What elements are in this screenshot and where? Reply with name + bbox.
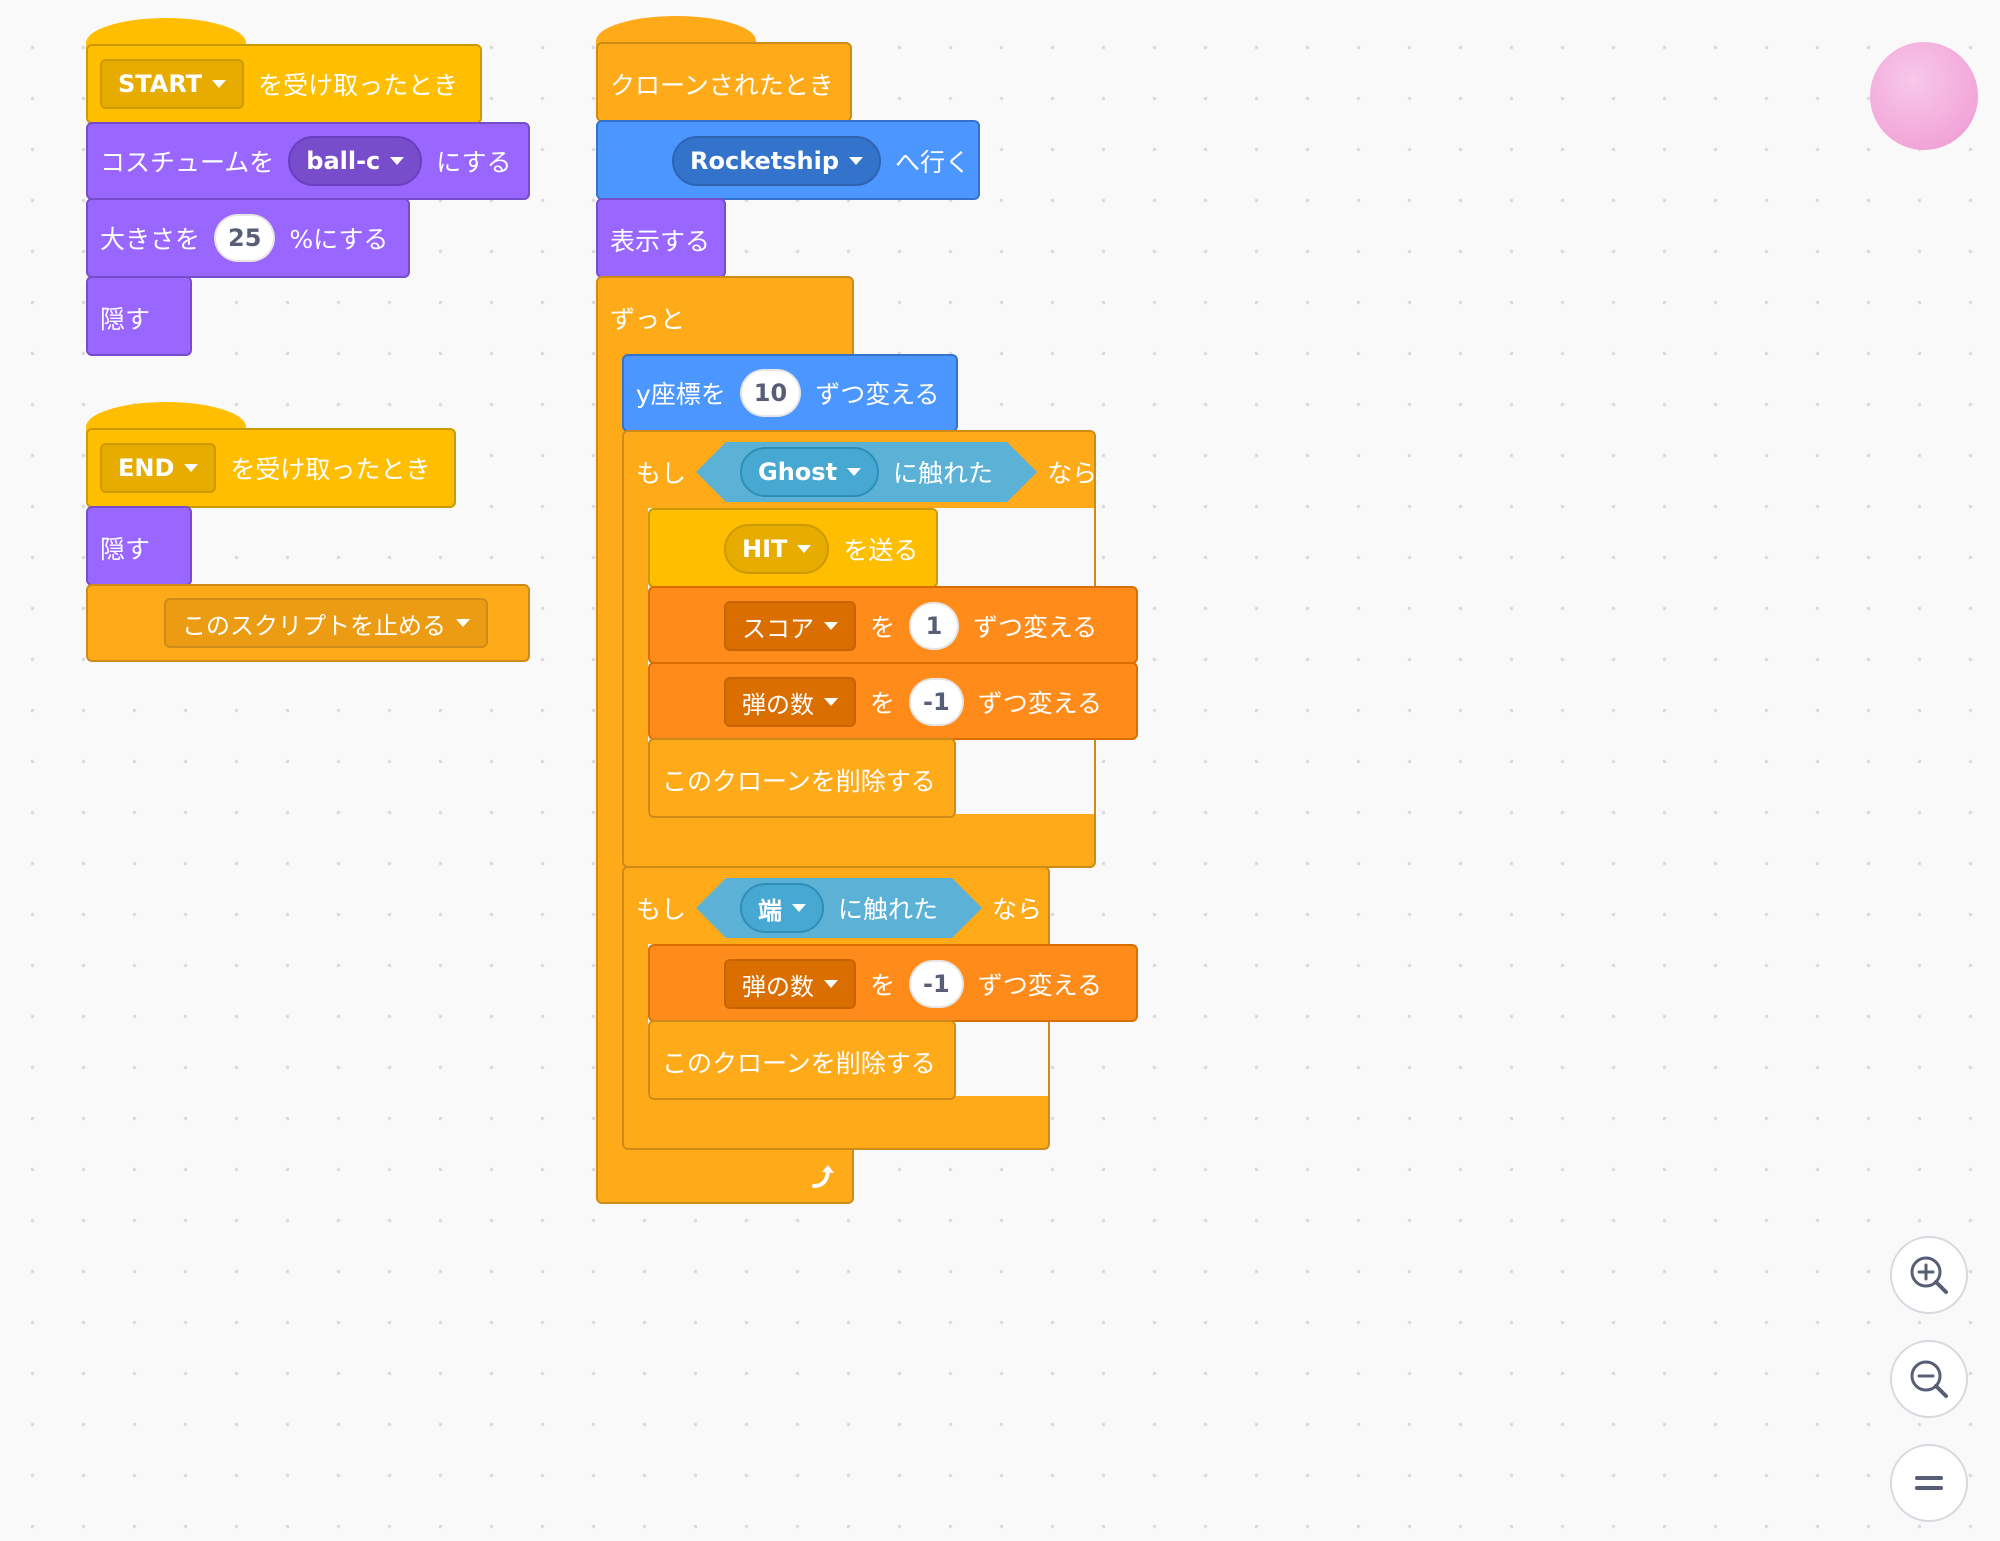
size-suffix: %にする [289, 225, 389, 254]
goto-block[interactable]: Rocketship へ行く [596, 120, 980, 200]
change-y-prefix: y座標を [636, 380, 726, 409]
var-mid: を [870, 971, 896, 1000]
message-dropdown[interactable]: START [100, 59, 245, 109]
var-suffix: ずつ変える [973, 613, 1098, 642]
hat-label: を受け取ったとき [230, 455, 431, 484]
variable-dropdown[interactable]: 弾の数 [724, 959, 856, 1009]
variable-dropdown[interactable]: スコア [724, 601, 856, 651]
dropdown-caret-icon [184, 464, 199, 472]
switch-costume-block[interactable]: コスチュームを ball-c にする [86, 122, 530, 200]
delete-clone-block[interactable]: このクローンを削除する [648, 738, 956, 818]
show-label: 表示する [610, 227, 711, 256]
zoom-in-icon [1910, 1256, 1948, 1294]
variable-dropdown[interactable]: 弾の数 [724, 677, 856, 727]
hide-label: 隠す [100, 535, 151, 564]
stop-option-dropdown[interactable]: このスクリプトを止める [164, 598, 488, 648]
hide-block[interactable]: 隠す [86, 506, 192, 586]
change-ammo-block[interactable]: 弾の数 を -1 ずつ変える [648, 662, 1138, 740]
touch-target-dropdown[interactable]: 端 [740, 883, 824, 933]
when-cloned-label: クローンされたとき [610, 71, 834, 100]
costume-prefix: コスチュームを [100, 148, 275, 177]
if-suffix: なら [992, 895, 1043, 924]
goto-suffix: へ行く [895, 148, 971, 177]
costume-dropdown[interactable]: ball-c [288, 136, 423, 186]
touching-condition[interactable]: 端 に触れた [696, 878, 982, 938]
dropdown-caret-icon [847, 468, 861, 476]
if-suffix: なら [1047, 459, 1098, 488]
set-size-block[interactable]: 大きさを 25 %にする [86, 198, 410, 278]
change-y-block[interactable]: y座標を 10 ずつ変える [622, 354, 958, 432]
dropdown-caret-icon [797, 545, 812, 553]
dropdown-caret-icon [792, 904, 806, 912]
change-ammo-block[interactable]: 弾の数 を -1 ずつ変える [648, 944, 1138, 1022]
when-receive-end-block[interactable]: END を受け取ったとき [86, 428, 456, 508]
var-suffix: ずつ変える [977, 689, 1102, 718]
var-mid: を [870, 689, 896, 718]
sprite-thumbnail[interactable] [1870, 42, 1978, 150]
broadcast-suffix: を送る [843, 536, 919, 565]
zoom-reset-button[interactable] [1890, 1444, 1968, 1522]
dropdown-caret-icon [849, 157, 864, 165]
change-value-input[interactable]: -1 [909, 960, 964, 1008]
touching-condition[interactable]: Ghost に触れた [696, 442, 1037, 502]
zoom-out-button[interactable] [1890, 1340, 1968, 1418]
zoom-in-button[interactable] [1890, 1236, 1968, 1314]
delete-clone-label: このクローンを削除する [662, 767, 936, 796]
size-prefix: 大きさを [100, 225, 201, 254]
goto-target-dropdown[interactable]: Rocketship [672, 136, 882, 186]
dropdown-caret-icon [212, 80, 227, 88]
if-prefix: もし [636, 895, 687, 924]
dropdown-caret-icon [824, 622, 838, 630]
touch-target-dropdown[interactable]: Ghost [740, 447, 879, 497]
hide-label: 隠す [100, 305, 151, 334]
size-input[interactable]: 25 [214, 214, 276, 262]
if-prefix: もし [636, 459, 687, 488]
when-cloned-block[interactable]: クローンされたとき [596, 42, 852, 122]
change-y-suffix: ずつ変える [815, 380, 940, 409]
loop-arrow-icon [808, 1162, 838, 1196]
dropdown-caret-icon [390, 157, 405, 165]
broadcast-message-dropdown[interactable]: HIT [724, 524, 830, 574]
zoom-reset-icon [1915, 1476, 1943, 1490]
message-dropdown[interactable]: END [100, 443, 217, 493]
hat-label: を受け取ったとき [258, 71, 459, 100]
change-value-input[interactable]: -1 [909, 678, 964, 726]
change-value-input[interactable]: 1 [909, 602, 960, 650]
change-score-block[interactable]: スコア を 1 ずつ変える [648, 586, 1138, 664]
delete-clone-block[interactable]: このクローンを削除する [648, 1020, 956, 1100]
dropdown-caret-icon [456, 619, 470, 627]
hide-block[interactable]: 隠す [86, 276, 192, 356]
touching-label: に触れた [838, 895, 939, 924]
var-mid: を [870, 613, 896, 642]
var-suffix: ずつ変える [977, 971, 1102, 1000]
forever-label: ずっと [610, 305, 686, 334]
show-block[interactable]: 表示する [596, 198, 726, 278]
costume-suffix: にする [436, 148, 512, 177]
change-y-input[interactable]: 10 [739, 369, 802, 417]
stop-block[interactable]: このスクリプトを止める [86, 584, 530, 662]
dropdown-caret-icon [824, 980, 838, 988]
when-receive-start-block[interactable]: START を受け取ったとき [86, 44, 482, 124]
dropdown-caret-icon [824, 698, 838, 706]
delete-clone-label: このクローンを削除する [662, 1049, 936, 1078]
zoom-out-icon [1910, 1360, 1948, 1398]
touching-label: に触れた [893, 459, 994, 488]
broadcast-block[interactable]: HIT を送る [648, 508, 938, 588]
